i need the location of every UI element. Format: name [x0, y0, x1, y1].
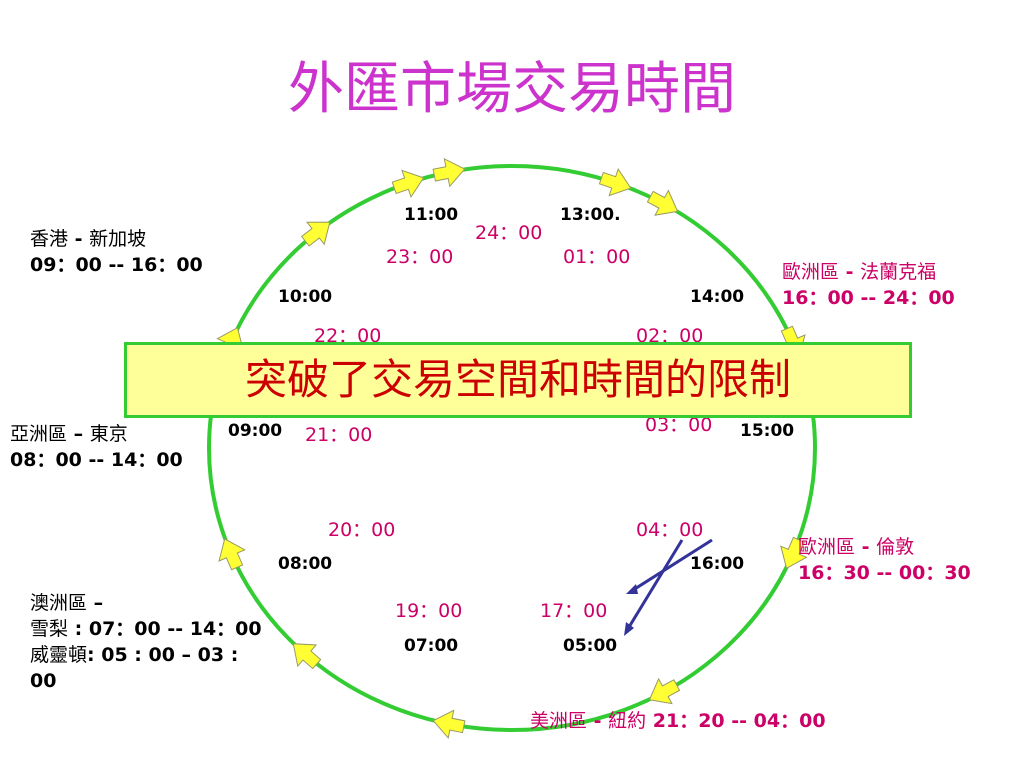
time-24: 24：00	[475, 222, 543, 244]
time-04: 04：00	[636, 519, 704, 541]
clockwise-arrow-icon	[292, 643, 322, 670]
market-london: 歐洲區 - 倫敦 16：30 -- 00：30	[798, 534, 971, 586]
market-wellington-city: 威靈頓	[30, 644, 88, 666]
time-19: 19：00	[395, 600, 463, 622]
time-01: 01：00	[563, 246, 631, 268]
market-newyork-hours: 21：20 -- 04：00	[646, 710, 826, 732]
market-wellington-hours-cont: 00	[30, 670, 57, 692]
market-tokyo-city: 東京	[89, 423, 128, 445]
time-14: 14:00	[690, 287, 745, 307]
clockwise-arrow-icon	[300, 221, 331, 247]
market-frankfurt-sep: -	[839, 261, 861, 283]
market-newyork: 美洲區 - 紐約 21：20 -- 04：00	[530, 708, 826, 734]
banner: 突破了交易空間和時間的限制	[124, 342, 912, 418]
market-frankfurt: 歐洲區 - 法蘭克福 16：00 -- 24：00	[782, 259, 955, 311]
market-sydney-hours: : 07：00 -- 14：00	[68, 618, 262, 640]
clockwise-arrow-icon	[648, 677, 681, 705]
page-title: 外匯市場交易時間	[288, 57, 736, 122]
clockwise-arrow-icon	[598, 167, 632, 197]
market-london-hours: 16：30 -- 00：30	[798, 562, 971, 584]
clockwise-arrow-icon	[218, 538, 246, 571]
time-08: 08:00	[278, 554, 333, 574]
market-newyork-sep: -	[587, 710, 609, 732]
market-wellington-hours: : 05 : 00 – 03 :	[87, 644, 239, 666]
market-frankfurt-city: 法蘭克福	[860, 261, 937, 283]
clockwise-arrow-icon	[432, 157, 466, 188]
clockwise-arrow-icon	[432, 709, 466, 740]
market-frankfurt-hours: 16：00 -- 24：00	[782, 287, 955, 309]
market-hk-name: 香港	[30, 228, 69, 250]
clock-hand-2	[629, 538, 713, 594]
clockwise-arrow-icon	[780, 536, 808, 570]
time-05: 05:00	[563, 636, 618, 656]
market-australia: 澳洲區 – 雪梨 : 07：00 -- 14：00 威靈頓: 05 : 00 –…	[30, 590, 262, 694]
time-02: 02：00	[636, 325, 704, 347]
time-22: 22：00	[314, 325, 382, 347]
market-hk: 香港 - 新加坡 09：00 -- 16：00	[30, 226, 203, 278]
time-23: 23：00	[386, 246, 454, 268]
time-16: 16:00	[690, 554, 745, 574]
clock-hand-2-tip	[626, 584, 638, 594]
market-hk-city: 新加坡	[89, 228, 147, 250]
market-london-city: 倫敦	[876, 536, 915, 558]
time-17: 17：00	[540, 600, 608, 622]
market-tokyo-sep: –	[67, 423, 90, 445]
time-20: 20：00	[328, 519, 396, 541]
market-tokyo-name: 亞洲區	[10, 423, 68, 445]
time-07: 07:00	[404, 636, 459, 656]
market-frankfurt-name: 歐洲區	[782, 261, 840, 283]
clock-ring	[207, 164, 817, 732]
market-hk-sep: -	[68, 228, 90, 250]
arrow-group	[216, 157, 808, 740]
time-09: 09:00	[228, 421, 283, 441]
market-london-name: 歐洲區	[798, 536, 856, 558]
market-tokyo-hours: 08：00 -- 14：00	[10, 449, 183, 471]
market-australia-sep: –	[87, 592, 104, 614]
time-21: 21：00	[305, 424, 373, 446]
time-10: 10:00	[278, 287, 333, 307]
market-newyork-city: 紐約	[608, 710, 647, 732]
clockwise-arrow-icon	[646, 189, 679, 216]
market-hk-hours: 09：00 -- 16：00	[30, 254, 203, 276]
clock-hand-1-tip	[624, 622, 634, 636]
market-tokyo: 亞洲區 – 東京 08：00 -- 14：00	[10, 421, 183, 473]
market-sydney-city: 雪梨	[30, 618, 69, 640]
time-15: 15:00	[740, 421, 795, 441]
market-newyork-name: 美洲區	[530, 710, 588, 732]
market-australia-name: 澳洲區	[30, 592, 88, 614]
time-03: 03：00	[645, 414, 713, 436]
clockwise-arrow-icon	[391, 169, 425, 199]
time-13: 13:00.	[560, 205, 621, 225]
time-11: 11:00	[404, 205, 459, 225]
market-london-sep: -	[855, 536, 877, 558]
clock-hand-1	[624, 539, 684, 633]
